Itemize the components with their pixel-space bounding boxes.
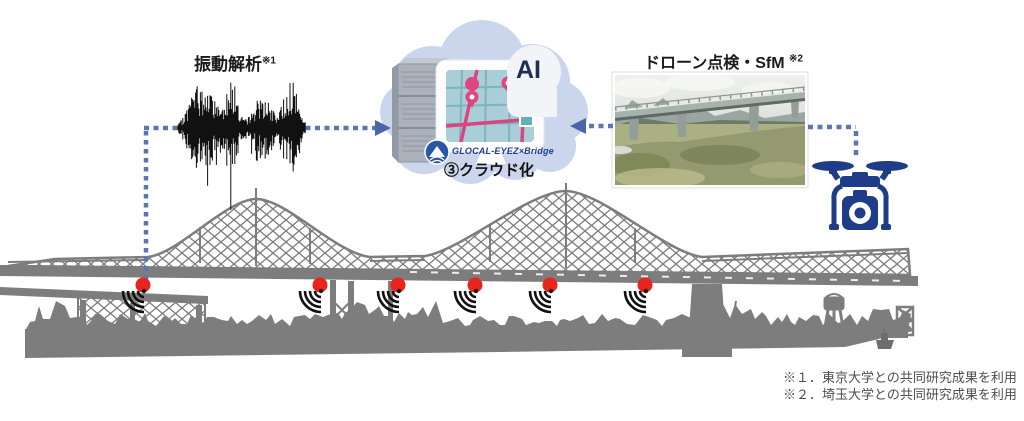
riverbank-ground (25, 326, 913, 358)
water-tower-icon (822, 293, 846, 334)
boat-icon (876, 327, 894, 349)
drone-title-text: ドローン点検・SfM (644, 55, 785, 72)
bridge-silhouette (0, 183, 918, 358)
arrowhead-left (570, 118, 586, 134)
glocal-eyez-logo-text: GLOCAL-EYEZ×Bridge (452, 146, 554, 156)
footnote-2: ※２．埼玉大学との共同研究成果を利用 (783, 387, 1017, 402)
wifi-icon (121, 288, 147, 314)
wifi-icon (376, 288, 402, 314)
bridge-truss (7, 189, 912, 277)
wifi-icon (298, 288, 324, 314)
vibration-waveform-icon (177, 82, 306, 210)
cloud-platform (380, 20, 588, 184)
ai-label: AI (516, 56, 541, 84)
wifi-icon (623, 288, 649, 314)
arrowhead-right (375, 120, 391, 136)
photo-bridge (615, 86, 805, 140)
drone-inspection-title: ドローン点検・SfM ※2 (644, 49, 803, 73)
wifi-icon (453, 288, 479, 314)
sensor-dot (637, 277, 653, 293)
drone-icon (812, 161, 908, 230)
vibration-note-ref: ※1 (262, 55, 276, 67)
wifi-icon (528, 288, 554, 314)
ai-head-icon (507, 45, 561, 117)
footnote-1: ※１．東京大学との共同研究成果を利用 (783, 370, 1017, 385)
sensor-dot (135, 277, 151, 293)
sensor-dot (467, 277, 483, 293)
bridge-deck (0, 265, 918, 286)
glocal-eyez-logo-icon (424, 139, 450, 165)
vibration-title-text: 振動解析 (194, 55, 262, 74)
cloud-step-label: ③クラウド化 (443, 162, 534, 179)
sensor-dot (390, 277, 406, 293)
truss-frame-icon (895, 305, 915, 337)
map-pin-icon (465, 77, 480, 108)
vibration-analysis-title: 振動解析※1 (194, 50, 276, 75)
sensor-dot (312, 277, 328, 293)
inspection-photo (611, 71, 809, 189)
footnotes: ※１．東京大学との共同研究成果を利用 ※２．埼玉大学との共同研究成果を利用 (783, 369, 1017, 403)
sensor-dot (542, 277, 558, 293)
bridge-sensors (121, 277, 653, 314)
photo-to-drone-line (808, 124, 859, 157)
drone-note-ref: ※2 (788, 53, 803, 65)
